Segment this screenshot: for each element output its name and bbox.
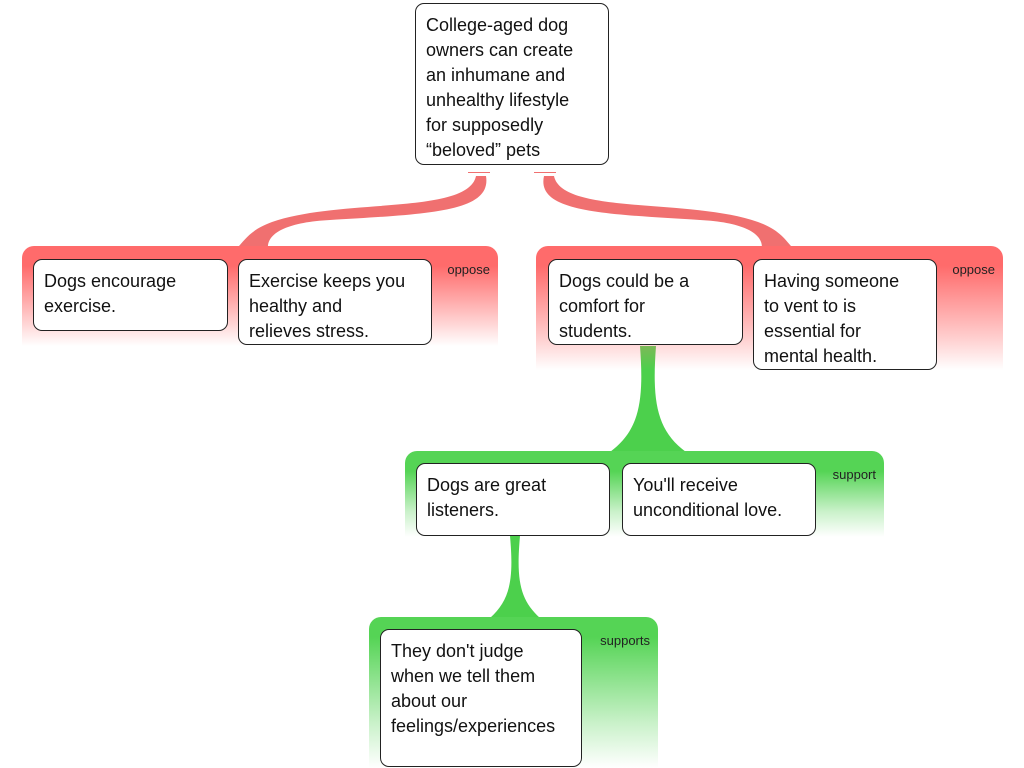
reason-box-unconditional-love[interactable]: You'll receive unconditional love.: [622, 463, 816, 536]
support-label-bottom: supports: [600, 633, 650, 648]
reason-text: They don't judge when we tell them about…: [391, 641, 556, 736]
claim-box[interactable]: College-aged dog owners can create an in…: [415, 3, 609, 165]
reason-text: Dogs could be a comfort for students.: [559, 271, 690, 341]
support-connector-mid: [610, 346, 686, 452]
oppose-connector-right: [543, 176, 792, 247]
reason-box-comfort-students[interactable]: Dogs could be a comfort for students.: [548, 259, 743, 345]
support-label-mid: support: [832, 467, 876, 482]
reason-box-great-listeners[interactable]: Dogs are great listeners.: [416, 463, 610, 536]
claim-connector-tick-right: [534, 172, 556, 173]
support-connector-bottom: [490, 536, 540, 618]
reason-box-exercise-healthy[interactable]: Exercise keeps you healthy and relieves …: [238, 259, 432, 345]
claim-connector-tick-left: [468, 172, 490, 173]
reason-text: Dogs encourage exercise.: [44, 271, 177, 316]
reason-text: Exercise keeps you healthy and relieves …: [249, 271, 406, 341]
reason-box-encourage-exercise[interactable]: Dogs encourage exercise.: [33, 259, 228, 331]
claim-text: College-aged dog owners can create an in…: [426, 15, 574, 160]
oppose-label-right: oppose: [952, 262, 995, 277]
oppose-connector-left: [238, 176, 487, 247]
reason-text: Having someone to vent to is essential f…: [764, 271, 900, 366]
reason-text: Dogs are great listeners.: [427, 475, 547, 520]
reason-text: You'll receive unconditional love.: [633, 475, 783, 520]
reason-box-vent-mental-health[interactable]: Having someone to vent to is essential f…: [753, 259, 937, 370]
reason-box-dont-judge[interactable]: They don't judge when we tell them about…: [380, 629, 582, 767]
oppose-label-left: oppose: [447, 262, 490, 277]
